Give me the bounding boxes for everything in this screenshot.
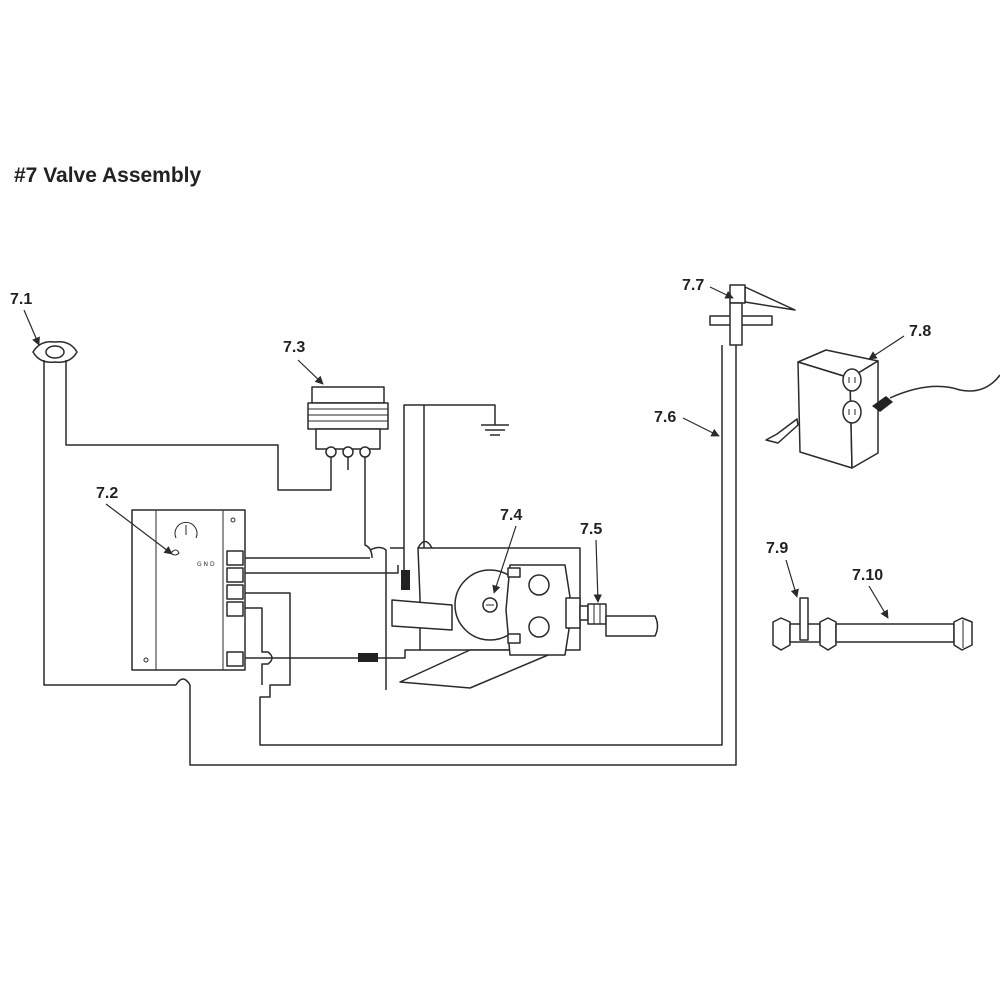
label-7-6: 7.6 — [654, 409, 676, 426]
label-7-9: 7.9 — [766, 540, 788, 557]
part-7-8-outlet — [765, 349, 1000, 469]
label-7-10: 7.10 — [852, 567, 883, 584]
part-7-2-module: G N D — [131, 509, 246, 671]
module-wiring — [175, 345, 737, 766]
part-7-3-transformer — [307, 386, 389, 559]
part-7-10-flex-line — [835, 617, 973, 651]
label-7-7: 7.7 — [682, 277, 704, 294]
part-labels: 7.1 7.2 7.3 7.4 7.5 7.6 7.7 7.8 7.9 7.10 — [10, 277, 931, 584]
label-7-8: 7.8 — [909, 323, 931, 340]
label-7-2: 7.2 — [96, 485, 118, 502]
label-7-1: 7.1 — [10, 291, 32, 308]
svg-text:G N D: G N D — [197, 561, 215, 568]
leader-lines — [23, 286, 905, 619]
part-7-1-flange — [32, 340, 332, 686]
label-7-3: 7.3 — [283, 339, 305, 356]
part-7-7-pilot — [709, 284, 796, 346]
part-7-5-fitting — [579, 603, 659, 637]
part-7-4-gas-valve — [391, 547, 581, 689]
part-7-9-shutoff — [772, 597, 837, 651]
label-7-5: 7.5 — [580, 521, 602, 538]
label-7-4: 7.4 — [500, 507, 522, 524]
diagram-title: #7 Valve Assembly — [14, 164, 202, 187]
ground-symbol — [403, 404, 509, 590]
